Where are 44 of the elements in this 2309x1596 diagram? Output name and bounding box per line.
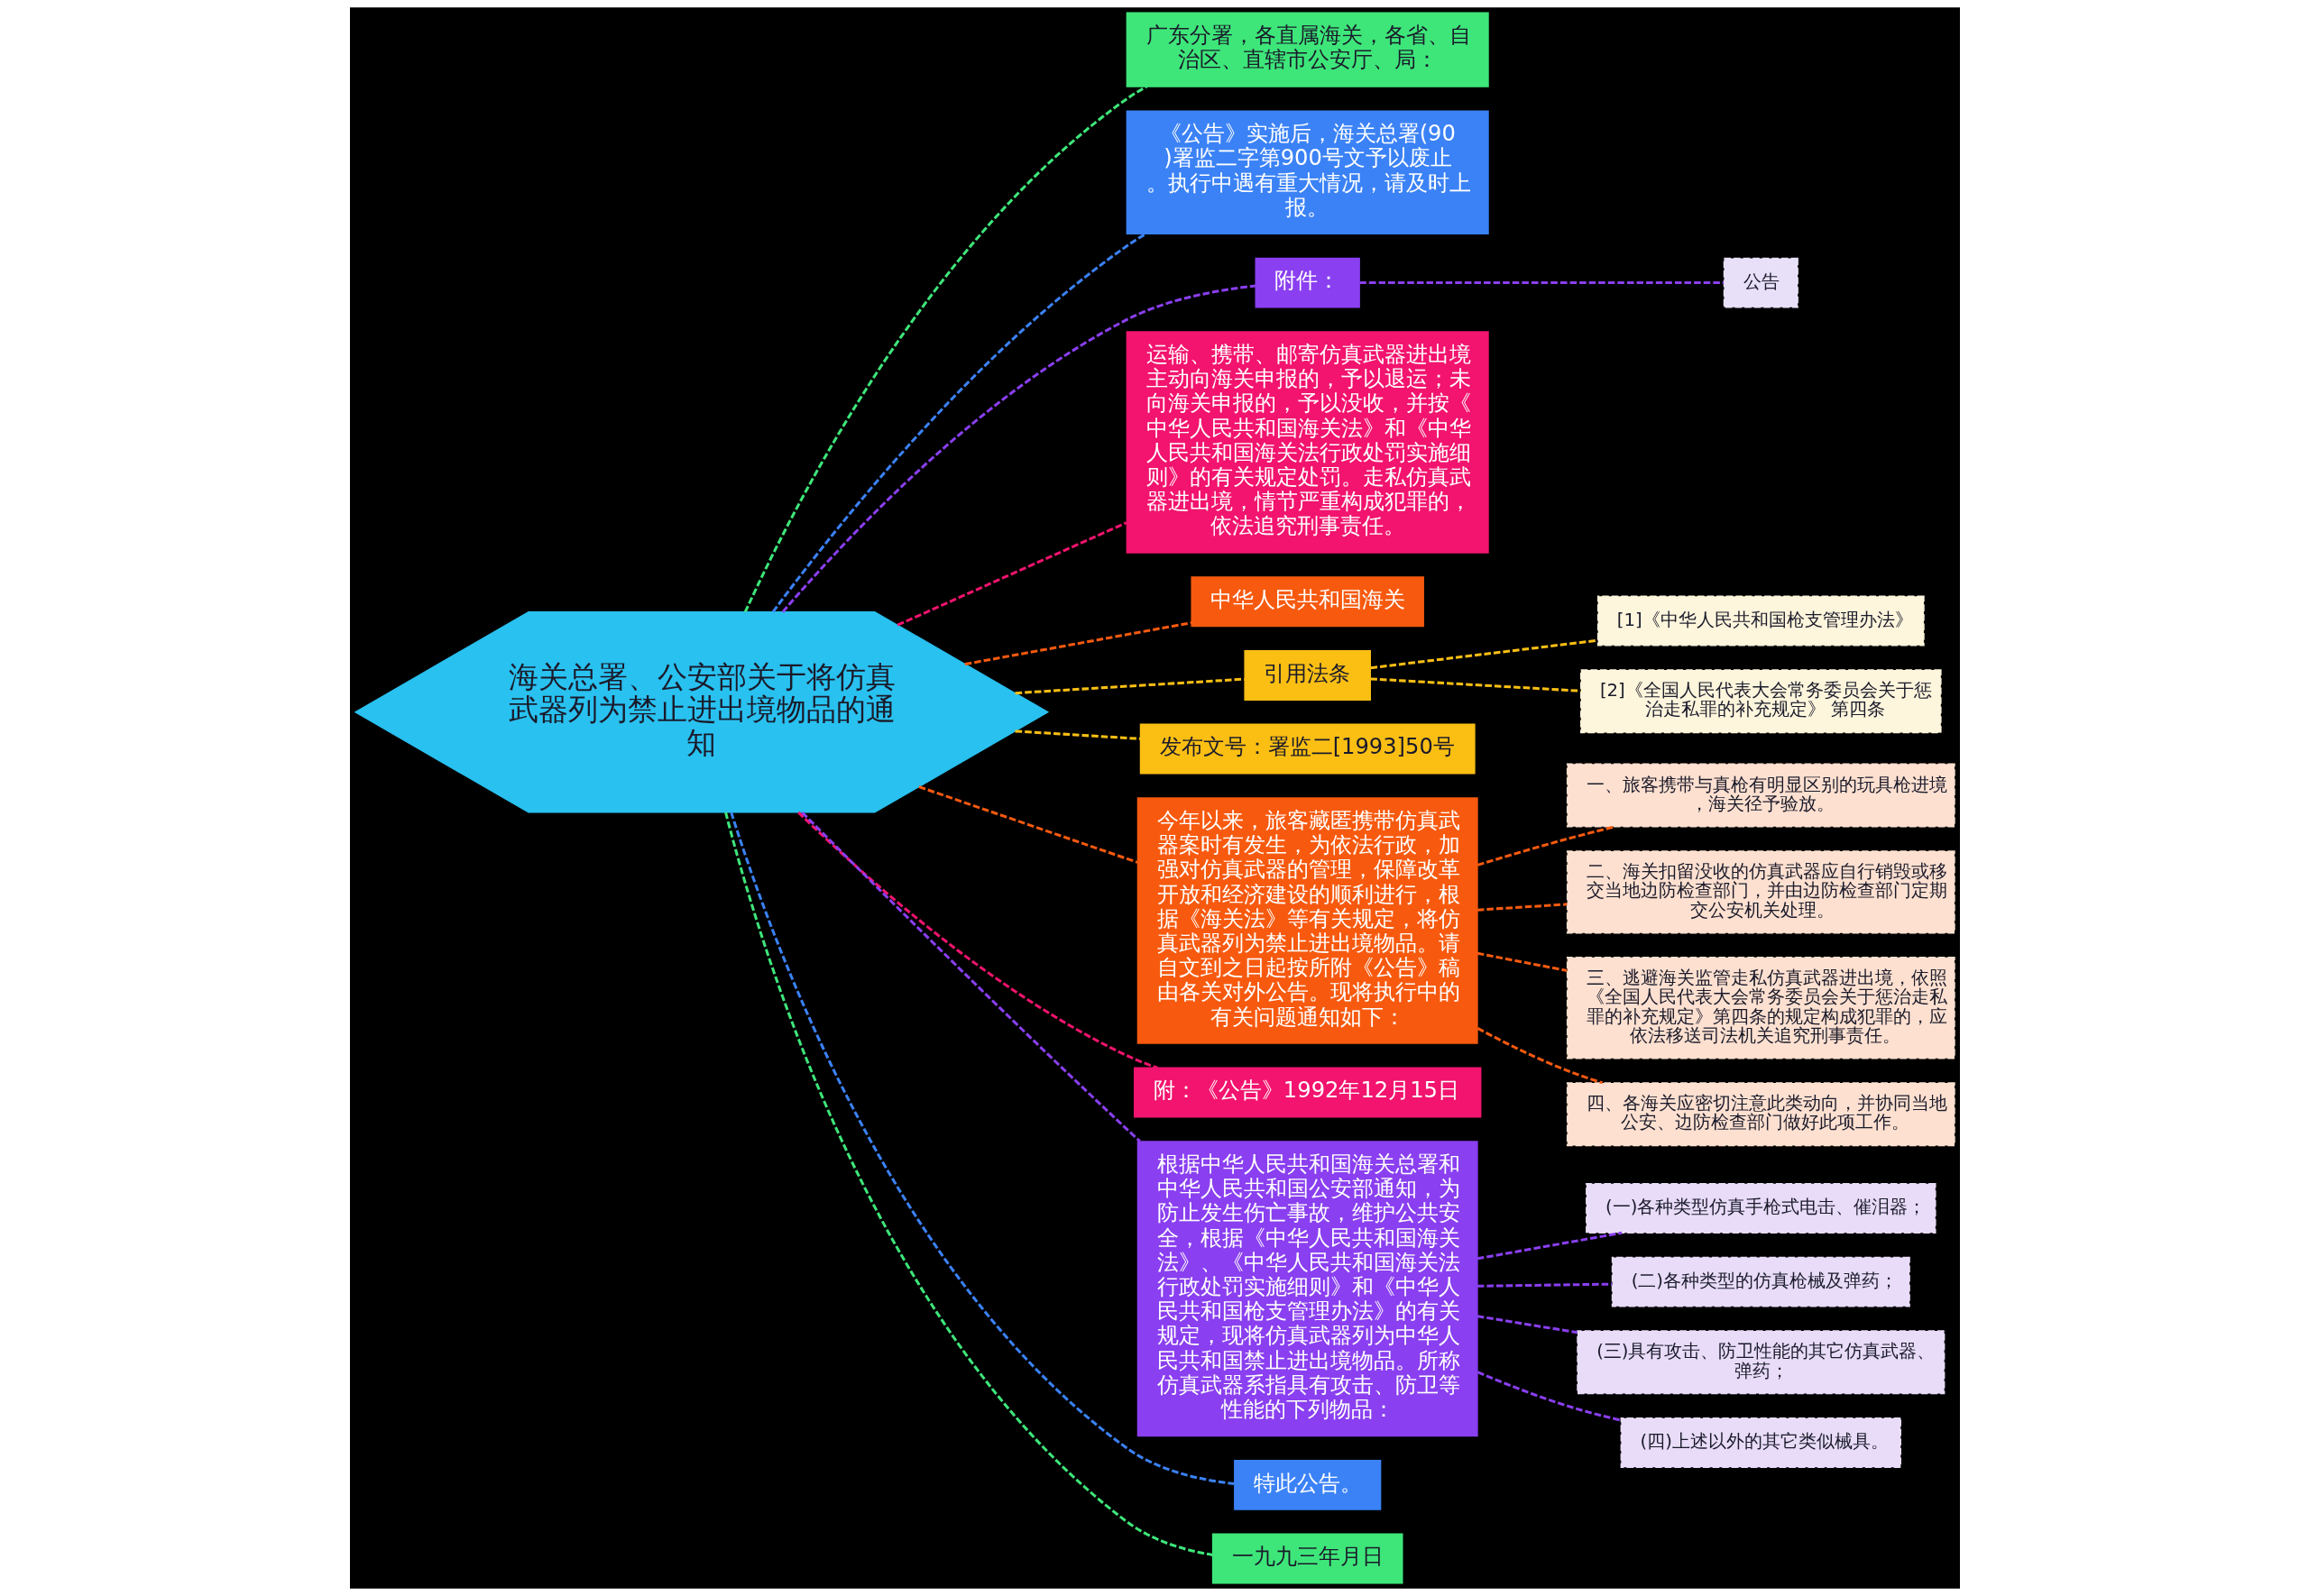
connector [1476, 1231, 1622, 1261]
connector [743, 85, 1147, 613]
node-box: 发布文号：署监二[1993]50号 [1139, 723, 1476, 775]
node-box: 《公告》实施后，海关总署(90)署监二字第900号文予以废止。执行中遇有重大情况，请及时上报。 [1126, 110, 1489, 234]
connector [1476, 903, 1567, 912]
node-box: 三、逃避海关监管走私仿真武器进出境，依照《全国人民代表大会常务委员会关于惩治走私罪的补充规定》第四条的规定构成犯罪的，应依法移送司法机关追究刑事责任。 [1566, 957, 1955, 1059]
node-box: 附：《公告》1992年12月15日 [1133, 1067, 1481, 1118]
node-box: (一)各种类型仿真手枪式电击、催泪器； [1585, 1183, 1936, 1234]
node-box: 附件： [1255, 257, 1360, 308]
connector [1476, 825, 1615, 867]
connector [781, 284, 1256, 613]
node-box: 特此公告。 [1233, 1459, 1381, 1510]
connector [1476, 951, 1568, 972]
connector [796, 811, 1158, 1069]
connector [771, 233, 1146, 613]
node-box: (二)各种类型的仿真枪械及弹药； [1611, 1256, 1910, 1307]
connector [1359, 281, 1724, 285]
connector [897, 521, 1127, 627]
connector [1476, 1371, 1621, 1422]
connector [1370, 677, 1580, 693]
connector [1014, 729, 1140, 740]
node-box: 一、旅客携带与真枪有明显区别的玩具枪进境，海关径予验放。 [1566, 763, 1955, 828]
node-box: 今年以来，旅客藏匿携带仿真武器案时有发生，为依法行政，加强对仿真武器的管理，保障改革开放和经济建设的顺利进行，根据《海关法》等有关规定，将仿真武器列为禁止进出境物品。请自文到之日起按所附《公告》稿由各关对外公告。现将执行中的有关问题通知如下： [1136, 797, 1478, 1044]
node-box: [1]《中华人民共和国枪支管理办法》 [1596, 595, 1925, 647]
node-box: 一九九三年月日 [1211, 1533, 1403, 1584]
connector [1476, 1315, 1578, 1335]
connector [964, 621, 1191, 666]
connector [1014, 677, 1245, 695]
node-box: (四)上述以外的其它类似械具。 [1620, 1417, 1901, 1468]
connector [1369, 638, 1598, 670]
connector [917, 785, 1138, 864]
node-box: 根据中华人民共和国海关总署和中华人民共和国公安部通知，为防止发生伤亡事故，维护公共安全，根据《中华人民共和国海关法》、《中华人民共和国海关法行政处罚实施细则》和《中华人民共和国枪支管理办法》的有关规定，现将仿真武器列为中华人民共和国禁止进出境物品。所称仿真武器系指具有攻击、防卫等性能的下列物品： [1136, 1141, 1478, 1437]
connector [800, 812, 1141, 1142]
node-box: 四、各海关应密切注意此类动向，并协同当地公安、边防检查部门做好此项工作。 [1566, 1082, 1955, 1147]
node-box: 引用法条 [1243, 650, 1371, 701]
connector [1476, 1282, 1612, 1288]
node-box: 广东分署，各直属海关，各省、自治区、直辖市公安厅、局： [1126, 12, 1489, 87]
node-box: 运输、携带、邮寄仿真武器进出境主动向海关申报的，予以退运；未向海关申报的，予以没收，并按《中华人民共和国海关法》和《中华人民共和国海关法行政处罚实施细则》的有关规定处罚。走私仿真武器进出境，情节严重构成犯罪的，依法追究刑事责任。 [1126, 331, 1489, 554]
node-box: (三)具有攻击、防卫性能的其它仿真武器、弹药； [1576, 1330, 1945, 1395]
node-box: [2]《全国人民代表大会常务委员会关于惩治走私罪的补充规定》 第四条 [1579, 669, 1942, 734]
node-box: 中华人民共和国海关 [1190, 576, 1424, 628]
node-box: 公告 [1723, 257, 1798, 308]
connector [1476, 1026, 1603, 1085]
node-box: 二、海关扣留没收的仿真武器应自行销毁或移交当地边防检查部门，并由边防检查部门定期交公安机关处理。 [1566, 850, 1955, 934]
